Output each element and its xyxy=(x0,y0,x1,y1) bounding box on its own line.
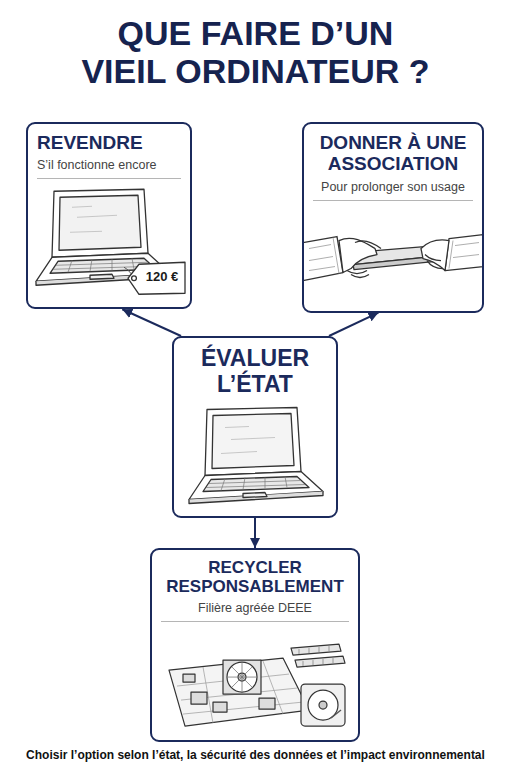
box-subtitle: Filière agréée DEEE xyxy=(161,601,349,622)
box-heading: DONNER À UNE ASSOCIATION xyxy=(313,132,473,175)
arrow-connector xyxy=(122,309,181,336)
caption: Choisir l’option selon l’état, la sécuri… xyxy=(6,748,505,762)
option-box: RECYCLER RESPONSABLEMENT Filière agréée D… xyxy=(150,548,360,742)
hands-giving-laptop xyxy=(303,235,483,281)
box-subtitle: S’il fonctionne encore xyxy=(37,158,181,179)
option-box: ÉVALUER L’ÉTAT xyxy=(172,336,338,518)
illustration-space xyxy=(183,404,327,510)
arrow-connector xyxy=(329,313,378,336)
box-heading: REVENDRE xyxy=(37,132,181,153)
illustration-space xyxy=(161,628,349,734)
arrow-connector xyxy=(254,518,256,549)
illustration-space xyxy=(313,207,473,305)
laptop-for-sale xyxy=(36,189,185,294)
box-heading: RECYCLER RESPONSABLEMENT xyxy=(161,558,349,596)
price-tag-label: 120 € xyxy=(140,269,184,284)
computer-parts xyxy=(169,644,345,726)
option-box: DONNER À UNE ASSOCIATION Pour prolonger s… xyxy=(302,122,484,313)
box-subtitle: Pour prolonger son usage xyxy=(313,180,473,201)
laptop-to-evaluate xyxy=(189,408,323,504)
box-heading: ÉVALUER L’ÉTAT xyxy=(183,346,327,398)
title: QUE FAIRE D’UN VIEIL ORDINATEUR ? xyxy=(12,14,499,90)
